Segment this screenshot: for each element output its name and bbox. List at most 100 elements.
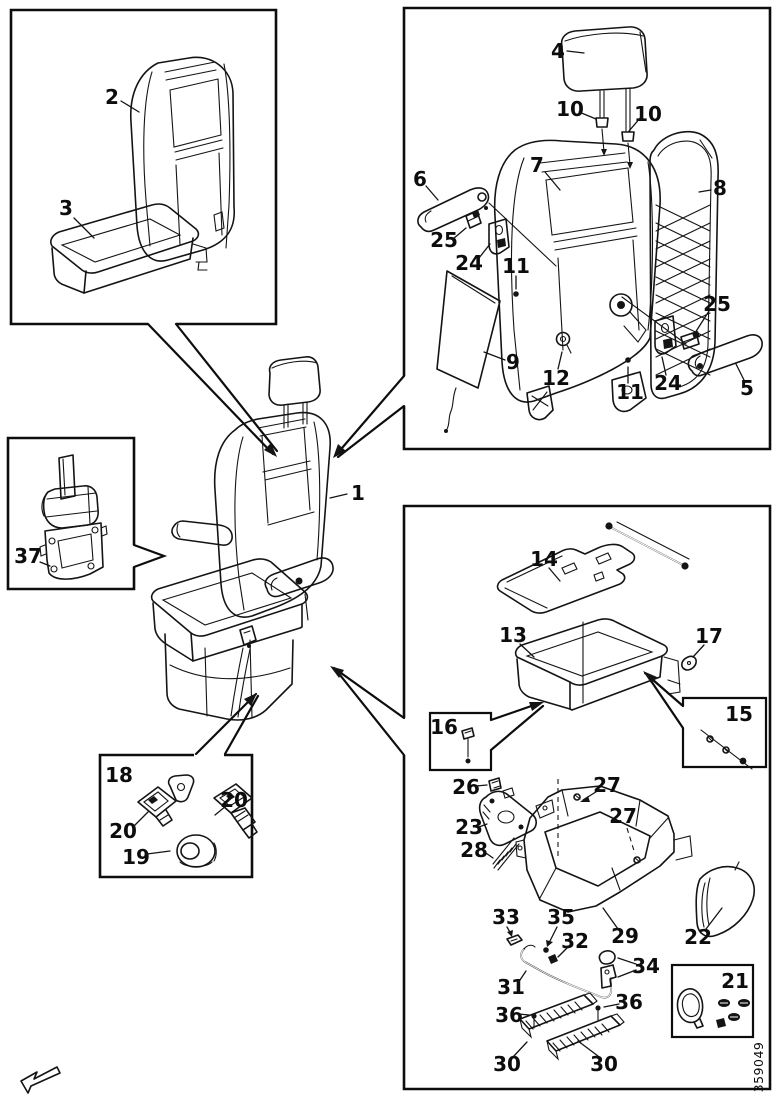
callout-27-b: 27	[609, 804, 637, 828]
seat-base	[164, 633, 294, 721]
callout-5: 5	[740, 376, 754, 400]
screw-35	[543, 947, 549, 953]
heat-pad-14-drawing	[496, 543, 636, 614]
callout-30-left: 30	[493, 1052, 521, 1076]
wedge-box-backrest	[333, 374, 406, 459]
bracket-24-right-drawing	[654, 315, 677, 355]
callout-20-right: 20	[220, 788, 248, 812]
back-panel-lattice	[655, 204, 711, 376]
leader-1	[329, 493, 348, 499]
callout-20-left: 20	[109, 819, 137, 843]
inner-box-16: 16	[428, 701, 545, 772]
seat-backrest	[213, 411, 331, 618]
callout-10-left: 10	[556, 97, 584, 121]
callout-4: 4	[551, 39, 565, 63]
detail-box-belt: 18 20 20 19	[98, 753, 258, 879]
callout-6: 6	[413, 167, 427, 191]
rail-30-right-drawing	[546, 1005, 625, 1061]
callout-36-right: 36	[615, 990, 643, 1014]
callout-10-right: 10	[634, 102, 662, 126]
spacer-25-right-drawing	[680, 331, 700, 350]
seat-belt-buckle	[230, 625, 257, 718]
armrest-5-drawing	[621, 296, 763, 377]
direction-arrow-icon	[20, 1066, 61, 1094]
detail-box-cushion-frame: 16 15	[402, 504, 772, 1091]
callout-13: 13	[499, 623, 527, 647]
inner-box-15: 15	[643, 671, 768, 770]
detail-box-pads-frame	[9, 8, 278, 326]
callout-33: 33	[492, 905, 520, 929]
callout-11-left: 11	[502, 254, 530, 278]
callout-15: 15	[725, 702, 753, 726]
detail-box-actuator: 37	[6, 436, 168, 591]
backrest-pad-2-drawing	[130, 56, 235, 262]
armrest-6-drawing	[417, 187, 557, 267]
side-sheet-9-drawing	[436, 270, 501, 433]
callout-29: 29	[611, 924, 639, 948]
detail-box-actuator-frame	[6, 436, 136, 591]
callout-26: 26	[452, 775, 480, 799]
inner-box-15-frame	[681, 696, 768, 769]
wedge-box-pads	[146, 322, 279, 457]
detail-box-backrest-frame	[402, 6, 772, 451]
rail-30-left-drawing	[519, 992, 598, 1039]
headrest-sleeves-10-drawing	[595, 117, 635, 169]
detail-box-belt-frame	[98, 753, 254, 879]
callout-24-left: 24	[455, 251, 483, 275]
detail-box-actuator-tail	[132, 543, 168, 569]
screw-11-left	[513, 291, 519, 297]
seat-headrest	[268, 356, 321, 429]
cushion-13-drawing	[514, 618, 681, 711]
spacer-25-left-drawing	[465, 210, 482, 229]
screw-16-drawing	[461, 727, 475, 764]
callout-9: 9	[506, 350, 520, 374]
seat-armrest-right	[264, 557, 334, 598]
detail-box-pads: 2 3	[9, 8, 278, 326]
callout-34: 34	[632, 954, 660, 978]
clip-33-drawing	[506, 934, 523, 946]
callout-1: 1	[351, 481, 365, 505]
callout-35: 35	[547, 905, 575, 929]
headrest-4-drawing	[560, 26, 648, 132]
clip-26-drawing	[488, 777, 502, 792]
main-seat-drawing: 1	[150, 356, 365, 721]
inner-box-16-frame	[428, 711, 493, 772]
belt-receiver-19-drawing	[176, 834, 217, 868]
bracket-24-left-drawing	[488, 218, 510, 255]
backrest-7-drawing	[493, 139, 661, 421]
back-panel-8-drawing	[649, 130, 719, 400]
clip-17-drawing	[681, 655, 697, 671]
cushion-pad-3-drawing	[50, 203, 208, 294]
seat-armrest-left	[171, 520, 233, 546]
callout-30-right: 30	[590, 1052, 618, 1076]
wedge-box-cushion-frame	[330, 666, 406, 757]
document-number: 359049	[751, 1042, 766, 1093]
callout-37: 37	[14, 544, 42, 568]
belt-guide-drawing	[167, 774, 195, 803]
callout-3: 3	[59, 196, 73, 220]
belt-latch-20-left-drawing	[137, 786, 177, 827]
callout-21: 21	[721, 969, 749, 993]
torsion-rod-31-drawing	[520, 944, 612, 999]
leader-3	[73, 217, 95, 239]
callout-22: 22	[684, 925, 712, 949]
side-panel-22-drawing	[695, 861, 755, 938]
callout-17: 17	[695, 624, 723, 648]
actuator-37-drawing	[39, 454, 108, 580]
detail-box-backrest-assembly: 4 10 10 6 7 8 25 24 11 9 12 11 24 25 5	[402, 6, 772, 451]
callout-11-right: 11	[616, 380, 644, 404]
callout-28: 28	[460, 838, 488, 862]
callout-23: 23	[455, 815, 483, 839]
callout-36-left: 36	[495, 1003, 523, 1027]
callout-2: 2	[105, 85, 119, 109]
callout-27-a: 27	[593, 773, 621, 797]
inner-box-21-frame	[670, 963, 755, 1039]
leader-2	[120, 100, 140, 113]
callout-7: 7	[530, 153, 544, 177]
spring-28-drawing	[492, 837, 520, 871]
callout-19: 19	[122, 845, 150, 869]
callout-18: 18	[105, 763, 133, 787]
callout-12: 12	[542, 366, 570, 390]
